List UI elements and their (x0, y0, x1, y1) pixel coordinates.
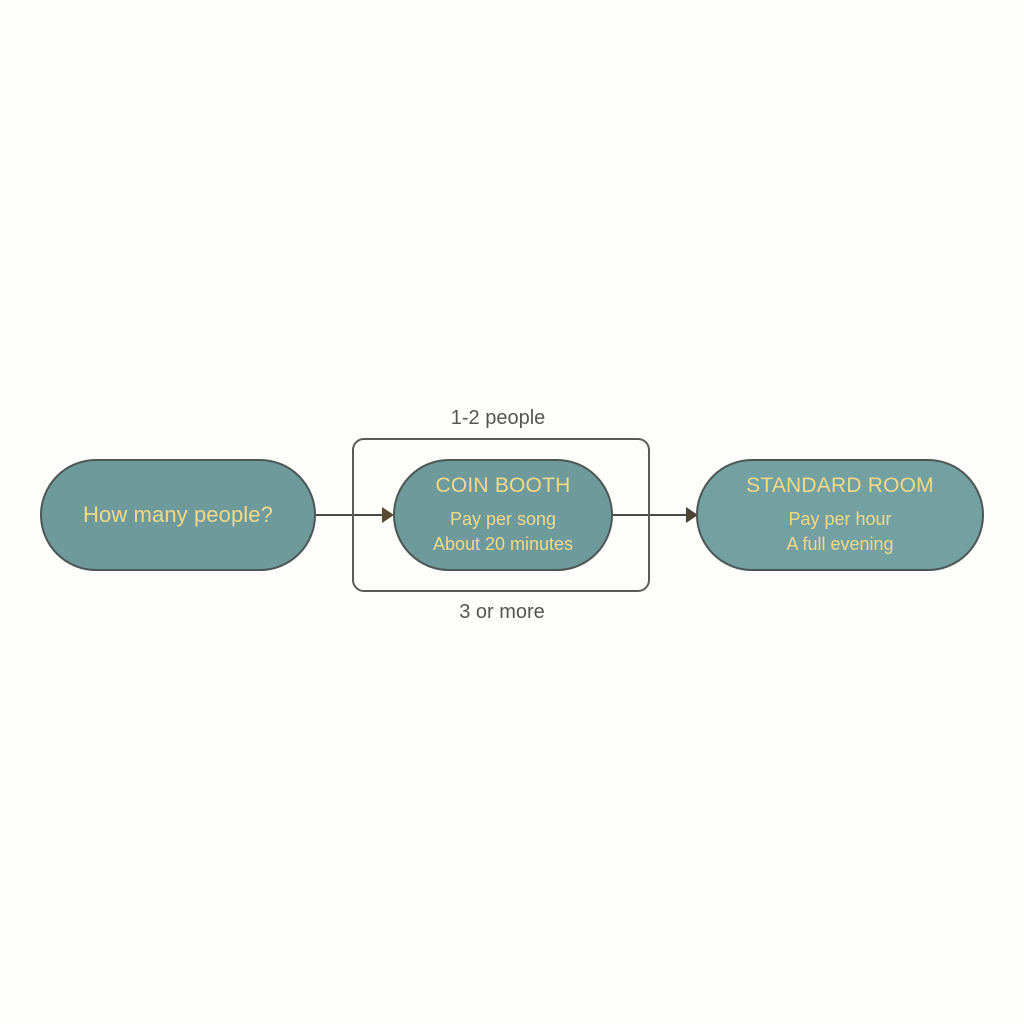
standard-room-duration: A full evening (786, 533, 894, 554)
edge-label-large-group: 3 or more (459, 601, 545, 623)
standard-room-title: STANDARD ROOM (746, 473, 934, 497)
arrowhead-into-standard-room (686, 507, 698, 523)
standard-room-pricing: Pay per hour (788, 508, 892, 529)
decision-node-text: How many people? (83, 502, 273, 527)
decision-node-how-many-people: How many people? (40, 459, 316, 571)
edge-label-small-group: 1-2 people (450, 407, 546, 429)
coin-booth-pricing: Pay per song (449, 508, 557, 529)
coin-booth-duration: About 20 minutes (432, 533, 574, 554)
group-size-branch-box (352, 438, 650, 592)
arrowhead-into-coin-booth (382, 507, 394, 523)
node-coin-booth: COIN BOOTH Pay per song About 20 minutes (393, 459, 613, 571)
coin-booth-title: COIN BOOTH (435, 473, 571, 497)
node-standard-room: STANDARD ROOM Pay per hour A full evenin… (696, 459, 984, 571)
